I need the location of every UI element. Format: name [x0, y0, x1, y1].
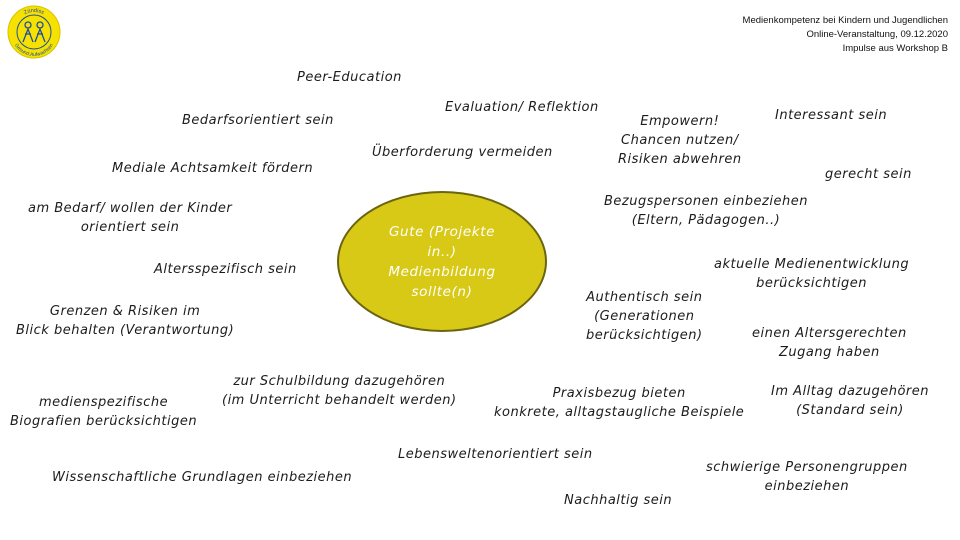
zuendiss-logo: Zündiss Gesund.Aufwachsen	[6, 4, 62, 60]
center-text: Gute (Projekte in..) Medienbildung sollt…	[388, 223, 496, 300]
item-praxisbezug: Praxisbezug bieten konkrete, alltagstaug…	[494, 386, 745, 420]
item-grenzen-risiken: Grenzen & Risiken im Blick behalten (Ver…	[16, 304, 235, 338]
item-am-bedarf: am Bedarf/ wollen der Kinder orientiert …	[28, 201, 233, 235]
item-wissenschaftliche-grundlagen: Wissenschaftliche Grundlagen einbeziehen	[52, 470, 353, 485]
item-empowern: Empowern! Chancen nutzen/ Risiken abwehr…	[618, 114, 742, 167]
header-title: Medienkompetenz bei Kindern und Jugendli…	[742, 15, 948, 26]
item-bezugspersonen: Bezugspersonen einbeziehen (Eltern, Päda…	[604, 194, 808, 228]
item-medienentwicklung: aktuelle Medienentwicklung berücksichtig…	[714, 257, 910, 291]
logo-top-text: Zündiss	[23, 8, 45, 16]
item-biografien: medienspezifische Biografien berücksicht…	[10, 395, 198, 429]
svg-text:Zündiss: Zündiss	[23, 8, 45, 16]
logo-graphic: Zündiss Gesund.Aufwachsen	[7, 5, 61, 59]
item-schulbildung: zur Schulbildung dazugehören (im Unterri…	[222, 374, 457, 408]
item-lebensweltenorientiert: Lebensweltenorientiert sein	[398, 447, 593, 462]
item-peer-education: Peer-Education	[297, 70, 402, 85]
item-altersgerechter-zugang: einen Altersgerechten Zugang haben	[752, 326, 907, 360]
item-interessant: Interessant sein	[775, 108, 888, 123]
header-subtitle: Impulse aus Workshop B	[842, 43, 948, 54]
item-ueberforderung: Überforderung vermeiden	[372, 145, 553, 160]
header-event: Online-Veranstaltung, 09.12.2020	[806, 29, 948, 40]
item-mediale-achtsamkeit: Mediale Achtsamkeit fördern	[112, 161, 314, 176]
two-people-icon	[22, 21, 46, 43]
item-evaluation: Evaluation/ Reflektion	[445, 100, 599, 115]
item-gerecht: gerecht sein	[825, 167, 912, 182]
item-bedarfsorientiert: Bedarfsorientiert sein	[182, 113, 334, 128]
item-altersspezifisch: Altersspezifisch sein	[154, 262, 297, 277]
item-personengruppen: schwierige Personengruppen einbeziehen	[706, 460, 908, 494]
item-authentisch: Authentisch sein (Generationen berücksic…	[586, 290, 703, 343]
item-alltag: Im Alltag dazugehören (Standard sein)	[771, 384, 930, 418]
header-block: Medienkompetenz bei Kindern und Jugendli…	[743, 14, 948, 56]
item-nachhaltig: Nachhaltig sein	[564, 493, 673, 508]
center-ellipse: Gute (Projekte in..) Medienbildung sollt…	[337, 191, 547, 332]
